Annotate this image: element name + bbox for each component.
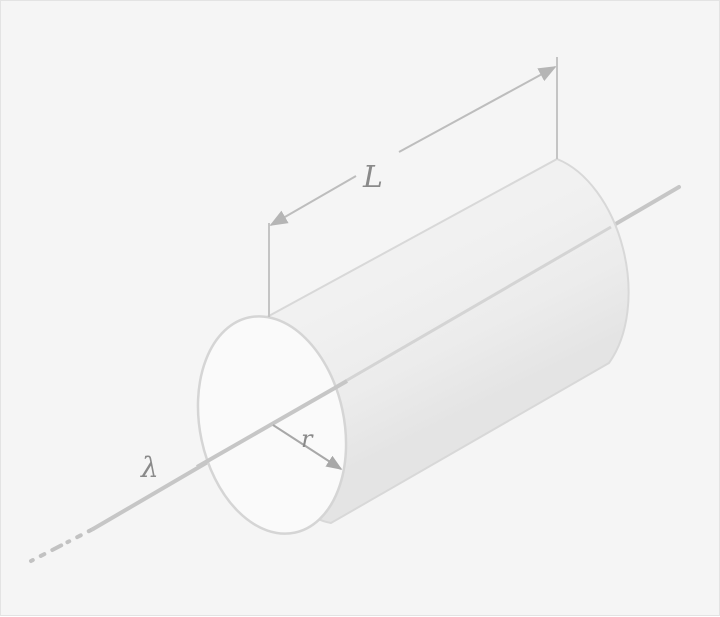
length-arrow-right — [398, 66, 557, 153]
length-label: L — [362, 160, 383, 195]
length-arrow-left — [269, 175, 357, 226]
line-charge-tail — [29, 527, 95, 563]
charge-density-label: λ — [140, 451, 159, 484]
radius-arrow — [272, 424, 343, 470]
radius-label: r — [301, 425, 314, 453]
line-charge-front — [196, 379, 348, 469]
